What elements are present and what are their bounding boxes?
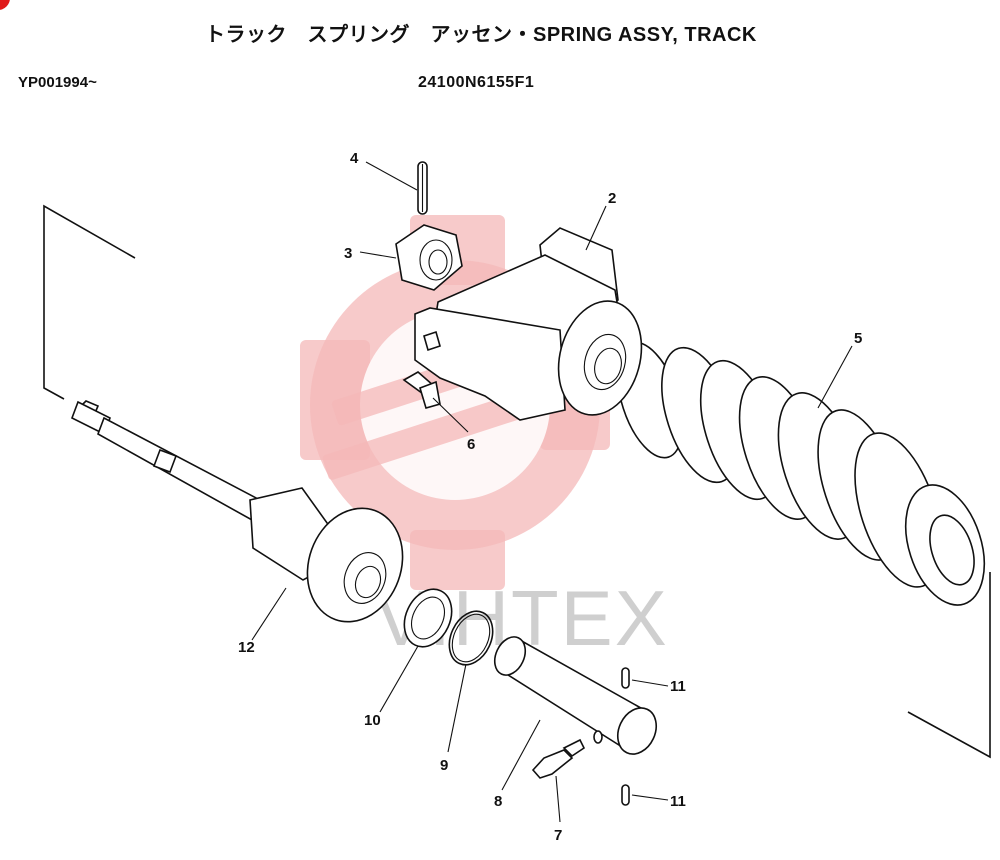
part-pin-lower: [621, 784, 630, 806]
frame-line-left: [43, 204, 136, 400]
part-pin-upper: [621, 667, 630, 689]
part-grease-fitting: [531, 730, 603, 779]
callout-8: 8: [494, 793, 502, 810]
corner-marker: [0, 0, 10, 10]
frame-line-right: [907, 572, 991, 759]
serial-range: YP001994~: [18, 74, 97, 91]
callout-5: 5: [854, 330, 862, 347]
part-number: 24100N6155F1: [418, 74, 535, 91]
part-ring: [403, 588, 453, 648]
page-title: トラック スプリング アッセン・SPRING ASSY, TRACK: [205, 24, 757, 46]
callout-9: 9: [440, 757, 448, 774]
callout-12: 12: [238, 639, 255, 656]
callout-2: 2: [608, 190, 616, 207]
leader-lines: [251, 161, 853, 823]
callout-6: 6: [467, 436, 475, 453]
part-castle-nut: [395, 224, 463, 291]
callout-3: 3: [344, 245, 352, 262]
part-rod-piston: [70, 400, 404, 623]
callout-7: 7: [554, 827, 562, 844]
part-bolt: [402, 371, 441, 409]
part-cylinder: [493, 636, 658, 755]
callout-11-upper: 11: [670, 678, 686, 695]
callout-11-lower: 11: [670, 793, 686, 810]
part-coil-spring: [616, 341, 986, 606]
callout-10: 10: [364, 712, 381, 729]
callout-4: 4: [350, 150, 359, 167]
part-yoke: [414, 227, 643, 421]
part-o-ring: [448, 610, 494, 666]
